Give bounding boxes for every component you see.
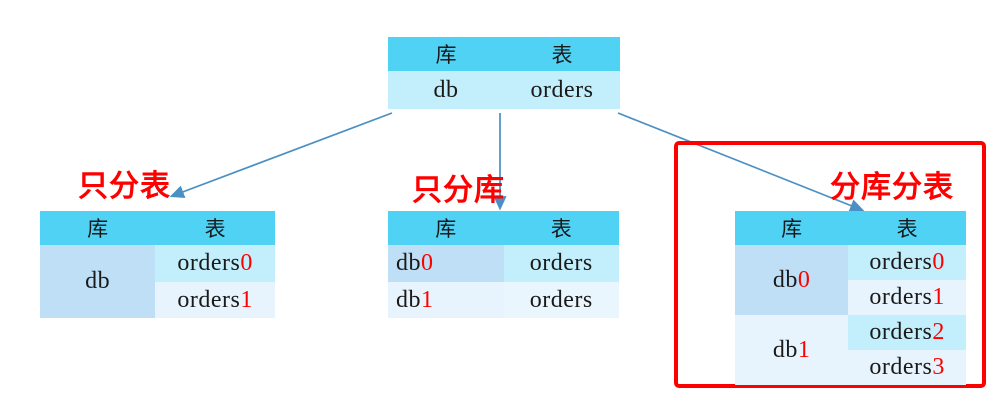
db-suffix: 0 xyxy=(797,266,811,293)
label-db-sharding-only: 只分库 xyxy=(412,173,505,208)
table-base: orders xyxy=(529,286,593,313)
table-row: db orders0 xyxy=(40,245,275,318)
table-suffix: 0 xyxy=(932,249,945,275)
table-base: orders xyxy=(177,250,241,276)
table-suffix: 0 xyxy=(240,250,253,276)
table-base: orders xyxy=(869,354,933,380)
cell-table-name: orders2 xyxy=(848,315,966,350)
table-header-row: 库 表 xyxy=(388,37,620,71)
db-base: db xyxy=(396,286,421,313)
table-header-row: 库 表 xyxy=(735,211,966,245)
db-base: db xyxy=(396,250,421,276)
table-base: orders xyxy=(869,249,933,275)
cell-table-name: orders0 xyxy=(155,245,275,282)
table-row: db1 orders2 xyxy=(735,315,966,385)
db-suffix: 0 xyxy=(421,250,434,276)
db-and-table-sharding-table: 库 表 db0 orders0 orders1 db1 orders2 xyxy=(735,211,966,385)
arrow-to-table-sharding xyxy=(169,112,393,199)
db-base: db xyxy=(772,336,798,363)
table-suffix: 1 xyxy=(240,286,253,313)
column-header-db: 库 xyxy=(388,211,504,245)
highlight-box xyxy=(674,141,986,388)
cell-db-name: db1 xyxy=(735,315,849,385)
table-base: orders xyxy=(869,284,933,310)
column-header-table: 表 xyxy=(503,211,619,245)
label-table-sharding-only: 只分表 xyxy=(78,169,171,204)
table-suffix: 2 xyxy=(932,319,945,345)
table-row: db orders xyxy=(388,71,620,109)
table-header-row: 库 表 xyxy=(40,211,275,245)
db-suffix: 1 xyxy=(421,286,434,313)
table-sharding-only-table: 库 表 db orders0 orders1 xyxy=(40,211,275,318)
column-header-table: 表 xyxy=(155,211,275,245)
db-suffix: 1 xyxy=(797,336,811,363)
cell-table-name: orders3 xyxy=(848,350,966,385)
table-suffix: 3 xyxy=(932,354,945,380)
column-header-db: 库 xyxy=(735,211,849,245)
table-row: orders1 xyxy=(735,280,966,315)
table-row: orders3 xyxy=(735,350,966,385)
column-header-db: 库 xyxy=(40,211,156,245)
table-row: orders1 xyxy=(40,282,275,318)
label-db-and-table-sharding: 分库分表 xyxy=(830,170,954,205)
table-row: db1 orders xyxy=(388,282,619,318)
cell-db-name: db1 xyxy=(388,282,504,318)
cell-table-name: orders xyxy=(503,245,619,282)
column-header-table: 表 xyxy=(504,37,620,71)
cell-table-name: orders1 xyxy=(848,280,966,315)
db-base: db xyxy=(772,266,798,293)
table-base: orders xyxy=(177,286,241,313)
cell-db-name: db0 xyxy=(388,245,504,282)
table-base: orders xyxy=(869,319,933,345)
db-sharding-only-table: 库 表 db0 orders db1 orders xyxy=(388,211,619,318)
table-row: db0 orders0 xyxy=(735,245,966,315)
cell-table-name: orders1 xyxy=(155,282,275,318)
cell-table-name: orders xyxy=(503,282,619,318)
table-suffix: 1 xyxy=(932,284,945,310)
cell-db-name: db xyxy=(388,71,504,109)
table-header-row: 库 表 xyxy=(388,211,619,245)
cell-db-name: db0 xyxy=(735,245,849,315)
cell-db-name: db xyxy=(40,245,156,318)
column-header-db: 库 xyxy=(388,37,504,71)
column-header-table: 表 xyxy=(848,211,966,245)
db-base: db xyxy=(85,268,111,294)
table-row: db0 orders xyxy=(388,245,619,282)
table-base: orders xyxy=(529,250,593,276)
cell-table-name: orders xyxy=(504,71,620,109)
root-table: 库 表 db orders xyxy=(388,37,620,109)
cell-table-name: orders0 xyxy=(848,245,966,280)
